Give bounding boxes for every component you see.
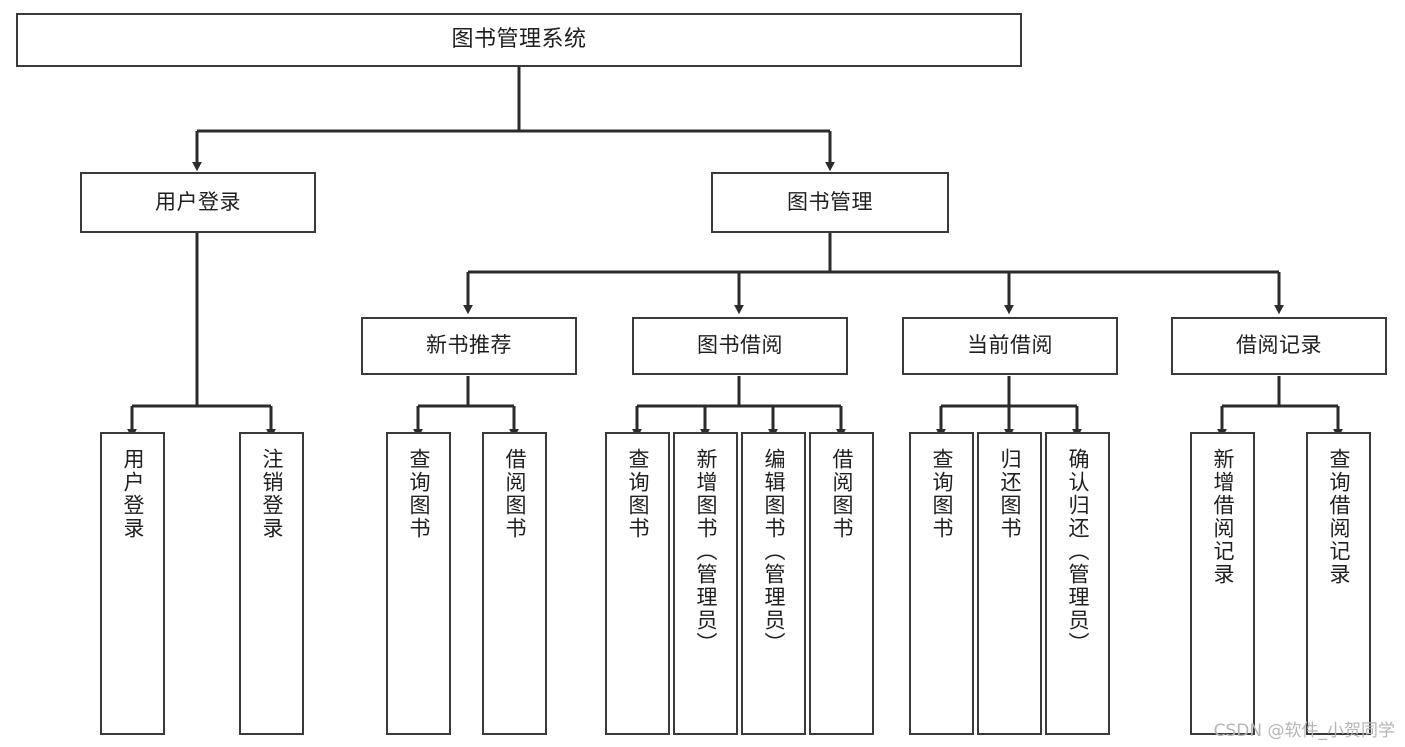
node-label: 归还图书 [998, 448, 1022, 540]
node-label: 编辑图书（管理员） [762, 448, 786, 655]
leaf-records-query-record[interactable]: 查询借阅记录 [1306, 432, 1371, 735]
node-label: 新增借阅记录 [1211, 448, 1235, 586]
leaf-records-add-record[interactable]: 新增借阅记录 [1190, 432, 1255, 735]
leaf-borrow-add-book-admin[interactable]: 新增图书（管理员） [673, 432, 738, 735]
node-label: 借阅图书 [503, 448, 527, 540]
leaf-recommend-query-book[interactable]: 查询图书 [386, 432, 451, 735]
leaf-borrow-query-book[interactable]: 查询图书 [605, 432, 670, 735]
node-label: 确认归还（管理员） [1066, 448, 1090, 655]
node-root-system[interactable]: 图书管理系统 [16, 13, 1022, 67]
node-user-login[interactable]: 用户登录 [80, 172, 316, 233]
node-label: 新书推荐 [426, 333, 512, 358]
leaf-recommend-borrow-book[interactable]: 借阅图书 [482, 432, 547, 735]
leaf-borrow-borrow-book[interactable]: 借阅图书 [809, 432, 874, 735]
leaf-current-query-book[interactable]: 查询图书 [909, 432, 974, 735]
node-book-management[interactable]: 图书管理 [711, 172, 949, 233]
node-label: 图书管理系统 [451, 26, 587, 52]
node-label: 借阅记录 [1236, 333, 1322, 358]
node-current-borrow[interactable]: 当前借阅 [902, 317, 1118, 375]
node-label: 注销登录 [260, 448, 284, 540]
node-label: 用户登录 [155, 189, 241, 214]
leaf-current-return-book[interactable]: 归还图书 [977, 432, 1042, 735]
node-label: 查询图书 [626, 448, 650, 540]
node-label: 用户登录 [121, 448, 145, 540]
node-label: 当前借阅 [967, 333, 1053, 358]
leaf-borrow-edit-book-admin[interactable]: 编辑图书（管理员） [741, 432, 806, 735]
watermark-text: CSDN @软件_小贺同学 [1213, 721, 1395, 741]
leaf-user-login-login[interactable]: 用户登录 [100, 432, 165, 735]
node-label: 图书管理 [787, 189, 873, 214]
node-label: 查询图书 [407, 448, 431, 540]
node-label: 图书借阅 [697, 333, 783, 358]
node-label: 查询借阅记录 [1327, 448, 1351, 586]
node-label: 查询图书 [930, 448, 954, 540]
node-label: 新增图书（管理员） [694, 448, 718, 655]
leaf-current-confirm-return-admin[interactable]: 确认归还（管理员） [1045, 432, 1110, 735]
node-borrow-records[interactable]: 借阅记录 [1171, 317, 1387, 375]
leaf-user-login-logout[interactable]: 注销登录 [239, 432, 304, 735]
node-label: 借阅图书 [830, 448, 854, 540]
node-new-book-recommend[interactable]: 新书推荐 [361, 317, 577, 375]
node-book-borrow[interactable]: 图书借阅 [632, 317, 848, 375]
